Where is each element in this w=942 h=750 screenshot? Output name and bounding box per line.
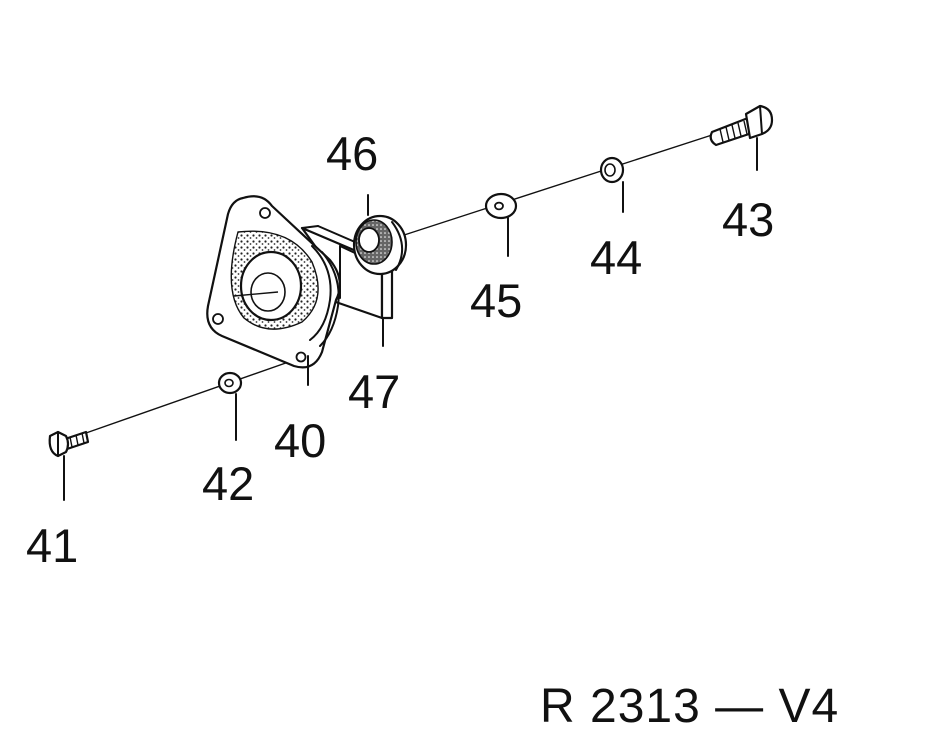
callout-46: 46 [326, 127, 378, 180]
callout-42: 42 [202, 457, 254, 510]
callout-43: 43 [722, 193, 774, 246]
callout-47: 47 [348, 365, 400, 418]
reference-code: R 2313 — V4 [540, 680, 839, 733]
part-45-washer [484, 192, 518, 220]
lower-assembly-axis [85, 357, 301, 434]
part-44-spring-washer [599, 156, 625, 184]
part-43-bolt [709, 104, 774, 147]
callout-45: 45 [470, 274, 522, 327]
leader-lines [63, 137, 758, 501]
part-41-bolt [48, 430, 90, 458]
callout-44: 44 [590, 231, 642, 284]
part-40-flange-plate [206, 195, 341, 369]
part-42-washer [217, 371, 243, 395]
upper-assembly-axis [397, 134, 713, 238]
callout-40: 40 [274, 414, 326, 467]
part-46-bearing [352, 214, 408, 276]
callout-41: 41 [26, 519, 78, 572]
